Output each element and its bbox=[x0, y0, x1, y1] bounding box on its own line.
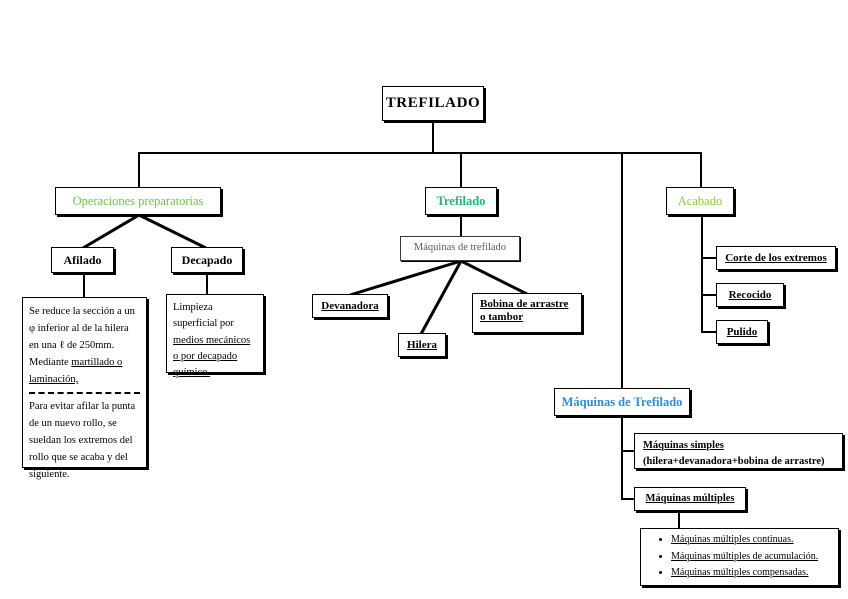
node-bobina-de-arrastre[interactable]: Bobina de arrastre o tambor bbox=[472, 293, 582, 333]
note-text-part2: Para evitar afilar la punta de un nuevo … bbox=[29, 401, 136, 480]
connector-spine-maquinas bbox=[621, 152, 623, 389]
connector-root-stem bbox=[432, 121, 434, 153]
connector-multiples-to-list bbox=[678, 511, 680, 529]
node-title: Máquinas simples bbox=[643, 440, 724, 451]
list-item-label: Máquinas múltiples compensadas. bbox=[671, 567, 809, 578]
node-trefilado-branch[interactable]: Trefilado bbox=[425, 187, 497, 215]
note-underlined: medios mecánicos o por decapado químico. bbox=[173, 334, 251, 379]
note-plain: Limpieza superficial por bbox=[173, 302, 234, 330]
list-item-label: Máquinas múltiples de acumulación. bbox=[671, 550, 819, 562]
connector-acabado-spine bbox=[701, 215, 703, 333]
node-maquinas-de-trefilado-sub[interactable]: Máquinas de trefilado bbox=[400, 236, 520, 261]
node-label: Operaciones preparatorias bbox=[72, 193, 204, 208]
node-operaciones-preparatorias[interactable]: Operaciones preparatorias bbox=[55, 187, 221, 215]
node-label: Afilado bbox=[63, 252, 102, 267]
node-trefilado-root[interactable]: TREFILADO bbox=[382, 86, 484, 121]
list-item[interactable]: Máquinas múltiples de acumulación. bbox=[671, 550, 834, 565]
connector-drop-operaciones bbox=[138, 152, 140, 188]
node-label: Decapado bbox=[181, 252, 233, 267]
list-item[interactable]: Máquinas múltiples continuas. bbox=[671, 533, 834, 548]
node-label: Máquinas de trefilado bbox=[413, 242, 507, 254]
node-afilado[interactable]: Afilado bbox=[51, 247, 114, 273]
connector-acabado-stub-pulido bbox=[701, 331, 717, 333]
list-item[interactable]: Máquinas múltiples compensadas. bbox=[671, 566, 834, 581]
note-decapado-description: Limpieza superficial por medios mecánico… bbox=[166, 294, 264, 378]
node-maquinas-simples[interactable]: Máquinas simples (hilera+devanadora+bobi… bbox=[634, 433, 843, 469]
node-maquinas-de-trefilado[interactable]: Máquinas de Trefilado bbox=[554, 388, 690, 416]
connector-maquinas-spine bbox=[621, 416, 623, 499]
node-corte-de-los-extremos[interactable]: Corte de los extremos bbox=[716, 246, 836, 270]
list-maquinas-multiples-tipos: Máquinas múltiples continuas. Máquinas m… bbox=[640, 528, 839, 586]
node-label: Hilera bbox=[407, 338, 437, 351]
connector-afilado-to-desc bbox=[83, 273, 85, 298]
connector-drop-trefilado bbox=[460, 152, 462, 188]
node-label: Bobina de arrastre o tambor bbox=[480, 298, 569, 323]
connector-maquinas-stub-simples bbox=[621, 450, 635, 452]
connector-maquinas-stub-multiples bbox=[621, 498, 635, 500]
note-text-part1: Se reduce la sección a un φ inferior al … bbox=[29, 306, 135, 385]
node-label: Recocido bbox=[728, 288, 772, 301]
note-afilado-description: Se reduce la sección a un φ inferior al … bbox=[22, 297, 147, 480]
note-divider bbox=[29, 392, 140, 394]
connector-trefilado-to-sub bbox=[460, 215, 462, 237]
node-detail: (hilera+devanadora+bobina de arrastre) bbox=[643, 455, 825, 467]
note-part1-underlined: martillado o laminación, bbox=[29, 357, 123, 385]
node-pulido[interactable]: Pulido bbox=[716, 320, 768, 344]
node-acabado-branch[interactable]: Acabado bbox=[666, 187, 734, 215]
node-label: Máquinas múltiples bbox=[645, 492, 735, 504]
node-maquinas-multiples[interactable]: Máquinas múltiples bbox=[634, 487, 746, 511]
node-recocido[interactable]: Recocido bbox=[716, 283, 784, 307]
node-label: Trefilado bbox=[436, 193, 486, 208]
node-label: Corte de los extremos bbox=[725, 251, 827, 264]
list-item-label: Máquinas múltiples continuas. bbox=[671, 534, 794, 545]
connector-decapado-to-desc bbox=[206, 273, 208, 295]
node-label: TREFILADO bbox=[385, 94, 481, 111]
node-hilera[interactable]: Hilera bbox=[398, 333, 446, 357]
node-label: Devanadora bbox=[321, 299, 379, 312]
bullet-list: Máquinas múltiples continuas. Máquinas m… bbox=[645, 533, 834, 581]
node-devanadora[interactable]: Devanadora bbox=[312, 294, 388, 318]
note-part1-plain: Se reduce la sección a un φ inferior al … bbox=[29, 306, 135, 368]
node-label: Acabado bbox=[677, 193, 723, 208]
node-decapado[interactable]: Decapado bbox=[171, 247, 243, 273]
node-label: Pulido bbox=[726, 325, 758, 338]
node-label: Máquinas de Trefilado bbox=[561, 394, 683, 409]
connector-acabado-stub-recocido bbox=[701, 294, 717, 296]
connector-acabado-stub-corte bbox=[701, 257, 717, 259]
connector-main-bus bbox=[138, 152, 702, 154]
connector-drop-acabado bbox=[700, 152, 702, 188]
